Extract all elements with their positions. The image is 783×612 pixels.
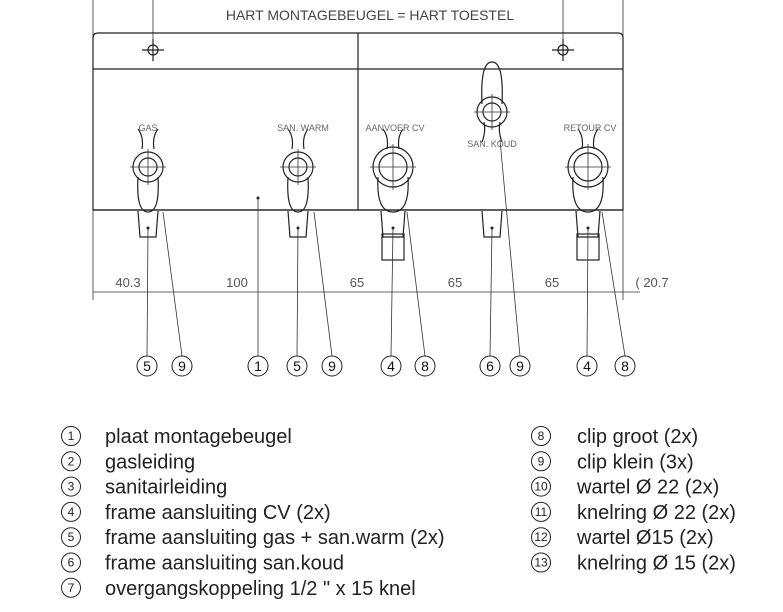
svg-text:9: 9 xyxy=(178,358,186,374)
callout-8: 8 xyxy=(614,355,636,377)
dimension-label: 65 xyxy=(448,275,462,290)
callout-5: 5 xyxy=(136,355,158,377)
dimension-line: 40.3 100 65 65 65 ( 20.7 xyxy=(93,275,669,293)
crosshair-icon xyxy=(142,39,164,61)
legend-item: 7 overgangskoppeling 1/2 " x 15 knel xyxy=(61,577,416,600)
callout-4: 4 xyxy=(380,355,402,377)
fitting: GAS xyxy=(130,123,166,238)
callout-4: 4 xyxy=(576,355,598,377)
svg-text:clip groot (2x): clip groot (2x) xyxy=(577,426,698,448)
dimension-label: ( 20.7 xyxy=(635,275,668,290)
dimension-label: 100 xyxy=(226,275,248,290)
svg-text:sanitairleiding: sanitairleiding xyxy=(105,477,227,499)
callout-6: 6 xyxy=(479,355,501,377)
svg-text:overgangskoppeling 1/2 " x 15: overgangskoppeling 1/2 " x 15 knel xyxy=(105,578,416,600)
svg-text:8: 8 xyxy=(421,358,429,374)
svg-text:1: 1 xyxy=(68,429,75,443)
svg-text:2: 2 xyxy=(68,454,75,468)
svg-text:8: 8 xyxy=(621,358,629,374)
svg-text:9: 9 xyxy=(538,454,545,468)
svg-text:4: 4 xyxy=(68,505,75,519)
legend-item: 8 clip groot (2x) xyxy=(531,426,698,448)
fitting: AANVOER CV xyxy=(365,123,425,261)
svg-text:5: 5 xyxy=(143,358,151,374)
legend-item: 11 knelring Ø 22 (2x) xyxy=(531,501,736,524)
svg-text:frame aansluiting gas + san.wa: frame aansluiting gas + san.warm (2x) xyxy=(105,527,445,549)
fitting-label: SAN. WARM xyxy=(277,123,329,133)
legend-item: 4 frame aansluiting CV (2x) xyxy=(61,501,331,524)
legend-item: 10 wartel Ø 22 (2x) xyxy=(531,476,719,499)
fitting: SAN. KOUD xyxy=(467,61,517,238)
fitting-label: AANVOER CV xyxy=(365,123,424,133)
legend-item: 6 frame aansluiting san.koud xyxy=(61,552,344,575)
fitting: SAN. WARM xyxy=(277,123,329,238)
svg-text:frame aansluiting san.koud: frame aansluiting san.koud xyxy=(105,553,344,575)
callout-9: 9 xyxy=(321,355,343,377)
legend-item: 2 gasleiding xyxy=(61,451,195,473)
dimension-label: 65 xyxy=(545,275,559,290)
legend-item: 1 plaat montagebeugel xyxy=(61,426,292,448)
svg-text:10: 10 xyxy=(534,480,548,494)
svg-text:12: 12 xyxy=(534,530,548,544)
crosshair-icon xyxy=(552,39,574,61)
legend: 1 plaat montagebeugel 2 gasleiding 3 sanitair… xyxy=(61,426,736,600)
callout-1: 1 xyxy=(247,355,269,377)
legend-item: 13 knelring Ø 15 (2x) xyxy=(531,552,736,575)
legend-item: 3 sanitairleiding xyxy=(61,476,227,499)
fitting-label: GAS xyxy=(138,123,157,133)
fitting-label: SAN. KOUD xyxy=(467,139,517,149)
svg-text:6: 6 xyxy=(486,358,494,374)
legend-item: 9 clip klein (3x) xyxy=(531,451,694,473)
diagram-title: HART MONTAGEBEUGEL = HART TOESTEL xyxy=(226,7,514,23)
svg-text:knelring Ø 15 (2x): knelring Ø 15 (2x) xyxy=(577,553,736,575)
svg-text:7: 7 xyxy=(68,581,75,595)
fittings: GAS SAN. WARM AANVOER CV SAN. KOUD RETOUR CV xyxy=(130,61,617,261)
dimension-label: 40.3 xyxy=(115,275,140,290)
callout-8: 8 xyxy=(414,355,436,377)
svg-text:6: 6 xyxy=(68,556,75,570)
svg-text:1: 1 xyxy=(254,358,262,374)
fitting: RETOUR CV xyxy=(564,123,617,261)
svg-text:4: 4 xyxy=(583,358,591,374)
svg-text:11: 11 xyxy=(535,505,548,519)
svg-text:5: 5 xyxy=(293,358,301,374)
svg-text:13: 13 xyxy=(534,556,548,570)
svg-text:8: 8 xyxy=(538,429,545,443)
callout-9: 9 xyxy=(509,355,531,377)
callouts: 5 9 1 5 9 4 8 6 9 4 8 xyxy=(136,355,636,377)
callout-5: 5 xyxy=(286,355,308,377)
crosshair-marks xyxy=(142,39,574,61)
bracket-plate xyxy=(92,0,624,300)
svg-text:5: 5 xyxy=(68,530,75,544)
svg-text:clip klein (3x): clip klein (3x) xyxy=(577,451,694,473)
dimension-label: 65 xyxy=(350,275,364,290)
fitting-label: RETOUR CV xyxy=(564,123,617,133)
leader-lines xyxy=(146,139,626,357)
svg-text:9: 9 xyxy=(328,358,336,374)
legend-item: 5 frame aansluiting gas + san.warm (2x) xyxy=(61,527,445,549)
svg-text:3: 3 xyxy=(68,480,75,494)
svg-text:knelring Ø 22 (2x): knelring Ø 22 (2x) xyxy=(577,502,736,524)
svg-text:gasleiding: gasleiding xyxy=(105,451,195,473)
legend-item: 12 wartel Ø15 (2x) xyxy=(531,527,714,549)
svg-text:9: 9 xyxy=(516,358,524,374)
svg-text:4: 4 xyxy=(387,358,395,374)
svg-text:wartel Ø 22 (2x): wartel Ø 22 (2x) xyxy=(576,477,719,499)
callout-9: 9 xyxy=(171,355,193,377)
svg-text:wartel Ø15 (2x): wartel Ø15 (2x) xyxy=(576,527,714,549)
svg-text:plaat montagebeugel: plaat montagebeugel xyxy=(105,426,292,448)
svg-text:frame aansluiting CV (2x): frame aansluiting CV (2x) xyxy=(105,502,331,524)
